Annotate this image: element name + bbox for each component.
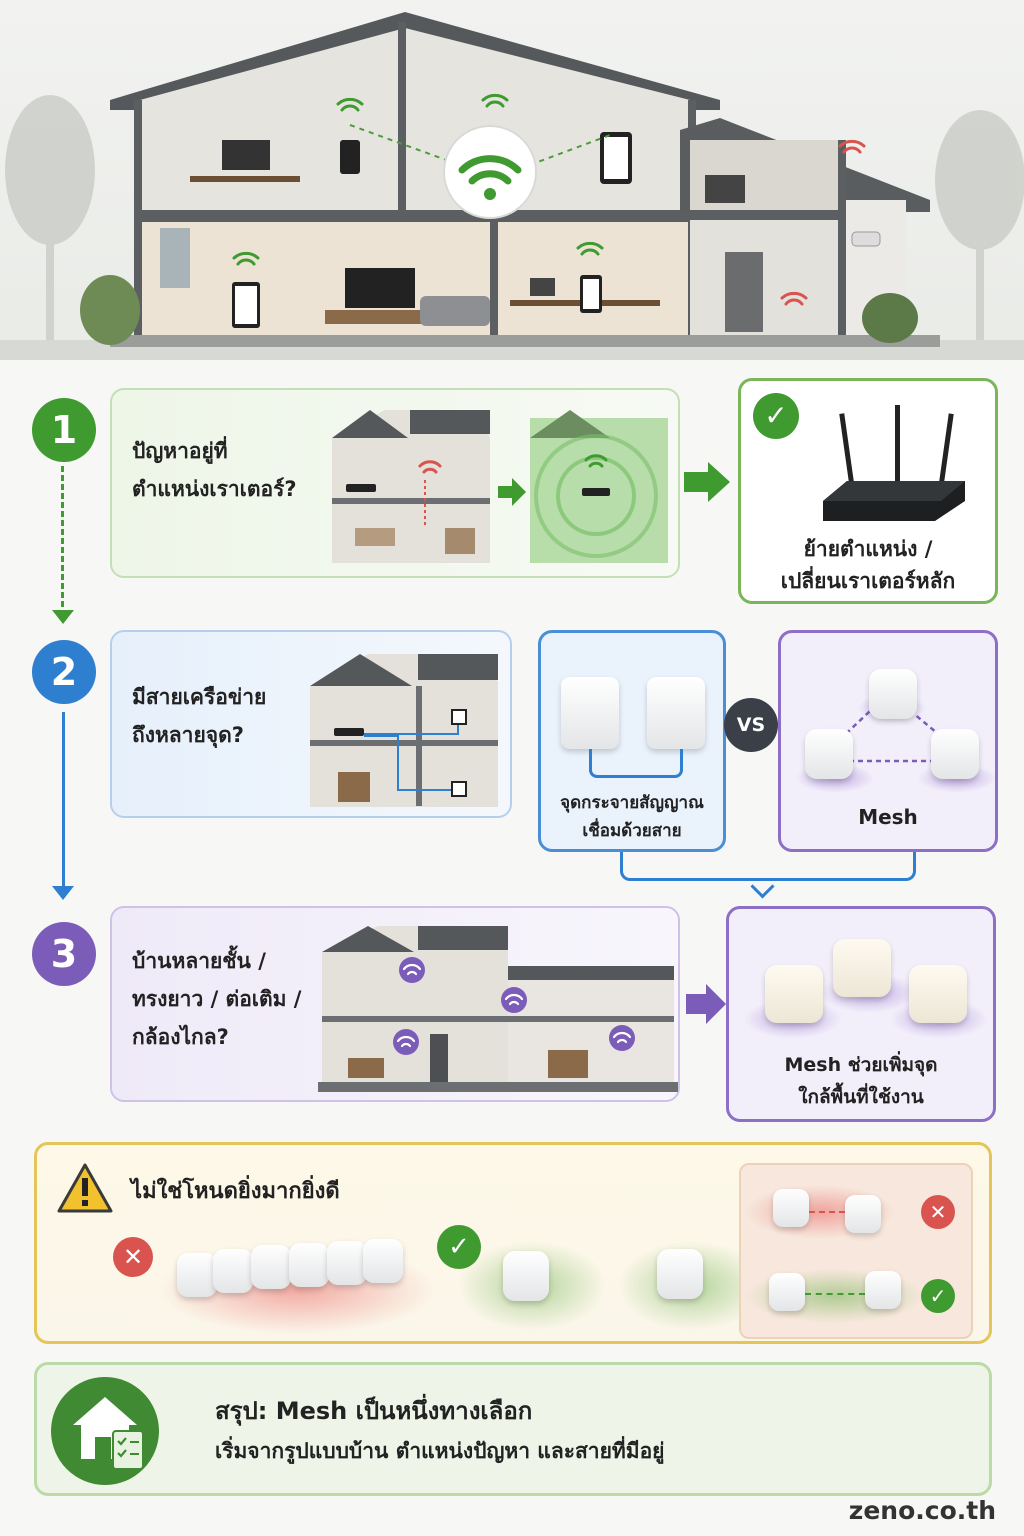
mesh-node-icon xyxy=(561,677,619,749)
step-1-question: ปัญหาอยู่ที่ ตำแหน่งเราเตอร์? xyxy=(132,439,297,501)
hero-illustration xyxy=(0,0,1024,360)
wired-option-card: จุดกระจายสัญญาณ เชื่อมด้วยสาย xyxy=(538,630,726,852)
house-checklist-icon xyxy=(51,1377,159,1485)
step-2-number: 2 xyxy=(32,640,96,704)
mesh-node-icon xyxy=(647,677,705,749)
mesh-node-icon xyxy=(657,1249,703,1299)
mesh-node-icon xyxy=(769,1273,805,1311)
wired-house-illustration xyxy=(310,654,498,807)
house-cutaway xyxy=(0,12,1024,360)
mesh-node-icon xyxy=(909,965,967,1023)
mesh-node-icon xyxy=(503,1251,549,1301)
mesh-node-icon xyxy=(845,1195,881,1233)
mesh-node-icon xyxy=(213,1249,253,1293)
mesh-node-icon xyxy=(251,1245,291,1289)
cross-icon: ✕ xyxy=(921,1195,955,1229)
step-1-result-label: ย้ายตำแหน่ง / เปลี่ยนเราเตอร์หลัก xyxy=(780,537,956,593)
step-3-result-card: Mesh ช่วยเพิ่มจุด ใกล้พื้นที่ใช้งาน xyxy=(726,906,996,1122)
check-icon: ✓ xyxy=(753,393,799,439)
spacing-comparison-panel: ✕ ✓ xyxy=(739,1163,973,1339)
check-icon: ✓ xyxy=(921,1279,955,1313)
mesh-option-card: Mesh xyxy=(778,630,998,852)
step-1-result-card: ✓ ย้ายตำแหน่ง / เปลี่ยนเราเตอร์หลัก xyxy=(738,378,998,604)
mesh-node-icon xyxy=(363,1239,403,1283)
step-3-result-label: Mesh ช่วยเพิ่มจุด ใกล้พื้นที่ใช้งาน xyxy=(784,1054,938,1108)
router-relocation-illustration xyxy=(332,410,668,563)
ethernet-cable xyxy=(589,749,683,778)
mesh-node-icon xyxy=(865,1271,901,1309)
cross-icon: ✕ xyxy=(113,1237,153,1277)
summary-subtitle: เริ่มจากรูปแบบบ้าน ตำแหน่งปัญหา และสายที… xyxy=(215,1439,665,1463)
vs-badge: VS xyxy=(724,698,778,752)
step-1-to-2-connector xyxy=(61,466,64,616)
step-3-number: 3 xyxy=(32,922,96,986)
step-2-to-3-connector xyxy=(62,712,65,890)
step-2-question: มีสายเครือข่าย ถึงหลายจุด? xyxy=(132,685,267,747)
brand-label: zeno.co.th xyxy=(848,1496,996,1525)
mesh-node-icon xyxy=(765,965,823,1023)
summary-card: สรุป: Mesh เป็นหนึ่งทางเลือก เริ่มจากรูป… xyxy=(34,1362,992,1496)
step-3-question-card: บ้านหลายชั้น / ทรงยาว / ต่อเติม / กล้องไ… xyxy=(110,906,680,1102)
step-2-arrowhead xyxy=(52,886,74,900)
mesh-option-label: Mesh xyxy=(858,805,918,829)
check-icon: ✓ xyxy=(437,1225,481,1269)
mesh-node-icon xyxy=(773,1189,809,1227)
wired-option-label: จุดกระจายสัญญาณ เชื่อมด้วยสาย xyxy=(560,793,704,841)
options-merge-connector xyxy=(620,852,916,881)
warning-icon xyxy=(57,1163,113,1213)
warning-card: ไม่ใช่โหนดยิ่งมากยิ่งดี ✕ ✓ ✕ ✓ xyxy=(34,1142,992,1344)
step-1-question-card: ปัญหาอยู่ที่ ตำแหน่งเราเตอร์? xyxy=(110,388,680,578)
step-1-arrowhead xyxy=(52,610,74,624)
router-icon xyxy=(823,405,965,521)
mesh-node-icon xyxy=(289,1243,329,1287)
mesh-node-icon xyxy=(833,939,891,997)
step-1-number: 1 xyxy=(32,398,96,462)
mesh-node-icon xyxy=(327,1241,367,1285)
mesh-node-icon xyxy=(869,669,917,719)
warning-title: ไม่ใช่โหนดยิ่งมากยิ่งดี xyxy=(131,1179,340,1204)
step-2-question-card: มีสายเครือข่าย ถึงหลายจุด? xyxy=(110,630,512,818)
summary-title: สรุป: Mesh เป็นหนึ่งทางเลือก xyxy=(215,1397,533,1425)
mesh-node-icon xyxy=(931,729,979,779)
mesh-node-icon xyxy=(177,1253,217,1297)
step-3-question: บ้านหลายชั้น / ทรงยาว / ต่อเติม / กล้องไ… xyxy=(132,949,302,1049)
multi-storey-house-illustration xyxy=(318,926,678,1092)
mesh-node-icon xyxy=(805,729,853,779)
